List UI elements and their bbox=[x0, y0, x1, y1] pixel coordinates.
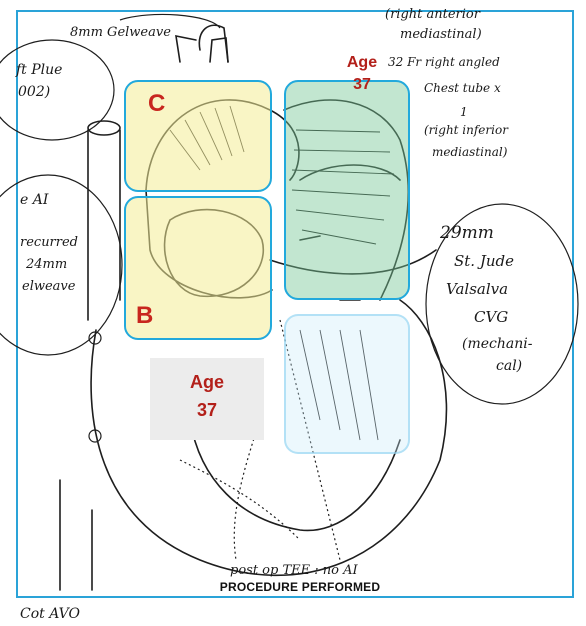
age-value: 37 bbox=[150, 396, 264, 424]
note-left-mid: e AI bbox=[20, 192, 49, 208]
procedure-performed-caption: PROCEDURE PERFORMED bbox=[180, 580, 420, 594]
note-top-left-size: 8mm Gelweave bbox=[70, 25, 171, 40]
note-tr-6: (right inferior bbox=[424, 123, 509, 137]
note-right-5: (mechani- bbox=[462, 336, 533, 352]
note-right-3: Valsalva bbox=[446, 280, 508, 298]
note-tr-4: Chest tube x bbox=[424, 81, 501, 95]
note-left-recurred-1: recurred bbox=[20, 235, 78, 250]
note-right-6: cal) bbox=[496, 358, 522, 374]
note-left-upper2: 002) bbox=[18, 84, 50, 100]
note-tr-7: mediastinal) bbox=[432, 145, 508, 159]
note-tr-5: 1 bbox=[460, 105, 468, 119]
region-c-highlight bbox=[124, 80, 272, 192]
note-left-recurred-2: 24mm bbox=[25, 257, 67, 272]
note-left-upper: ft Plue bbox=[15, 62, 62, 78]
region-top-right-highlight bbox=[284, 80, 410, 300]
note-left-recurred-3: elweave bbox=[22, 279, 76, 294]
arch-vessel-1 bbox=[199, 25, 228, 62]
arch-vessel-2 bbox=[176, 36, 196, 62]
region-bottom-right-highlight bbox=[284, 314, 410, 454]
note-right-2: St. Jude bbox=[454, 252, 514, 270]
note-tr-3: 32 Fr right angled bbox=[388, 55, 500, 69]
age-value: 37 bbox=[334, 74, 390, 96]
note-right-1: 29mm bbox=[439, 223, 494, 243]
note-bottom-left: Cot AVO bbox=[20, 606, 80, 622]
region-b-label: B bbox=[136, 302, 153, 330]
age-word: Age bbox=[334, 52, 390, 74]
age-label-bottom: Age 37 bbox=[150, 368, 264, 424]
note-right-4: CVG bbox=[474, 308, 508, 326]
svc-outline bbox=[88, 130, 120, 320]
note-tr-1: (right anterior bbox=[385, 7, 481, 22]
age-label-top-right: Age 37 bbox=[334, 52, 390, 96]
note-tr-2: mediastinal) bbox=[400, 27, 482, 42]
age-word: Age bbox=[150, 368, 264, 396]
ivc-outline bbox=[60, 480, 92, 590]
note-bottom: post op TEE : no AI bbox=[230, 563, 358, 578]
region-c-label: C bbox=[148, 90, 165, 118]
